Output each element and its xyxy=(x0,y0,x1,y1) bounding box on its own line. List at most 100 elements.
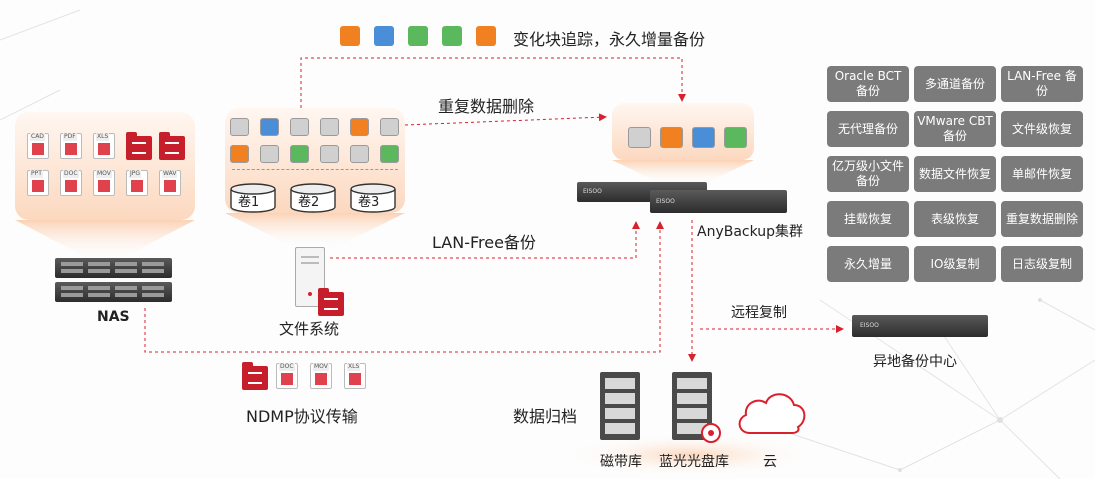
dedup-block xyxy=(692,127,715,148)
data-block xyxy=(260,118,279,136)
file-type-tag: XLS xyxy=(347,363,361,371)
feature-badge: LAN-Free 备份 xyxy=(1001,66,1083,102)
cbt-label: 变化块追踪，永久增量备份 xyxy=(513,30,706,49)
file-glyph xyxy=(131,180,143,192)
tape-label: 磁带库 xyxy=(600,454,642,470)
feature-badge: 无代理备份 xyxy=(827,111,909,147)
file-glyph xyxy=(315,373,327,385)
legend-block xyxy=(442,26,462,46)
dedup-label: 重复数据删除 xyxy=(438,97,535,116)
volume-label: 卷1 xyxy=(238,195,260,210)
file-type-tag: MOV xyxy=(313,363,329,371)
legend-block xyxy=(374,26,394,46)
file-type-tag: MOV xyxy=(96,170,112,178)
file-icon-wav: WAV xyxy=(159,170,181,196)
dedup-block xyxy=(628,127,651,148)
nas-label: NAS xyxy=(97,309,130,325)
feature-badge: 单邮件恢复 xyxy=(1001,156,1083,192)
data-block xyxy=(350,118,369,136)
cloud-icon xyxy=(738,393,806,434)
offsite-center-label: 异地备份中心 xyxy=(873,354,957,370)
dedup-arrow xyxy=(404,113,607,126)
file-type-tag: JPG xyxy=(129,170,142,178)
filesystem-label: 文件系统 xyxy=(279,320,340,338)
red-folder-icon xyxy=(159,132,185,160)
feature-badge: 多通道备份 xyxy=(914,66,996,102)
file-icon-mov: MOV xyxy=(93,170,115,196)
file-glyph xyxy=(281,373,293,385)
data-block xyxy=(320,118,339,136)
cloud-label: 云 xyxy=(763,454,777,470)
red-folder-icon xyxy=(242,362,268,390)
nas-drive-bays xyxy=(61,262,164,297)
file-glyph xyxy=(164,180,176,192)
file-glyph xyxy=(32,180,44,192)
file-type-tag: WAV xyxy=(162,170,178,178)
data-block xyxy=(320,145,339,163)
ndmp-label: NDMP协议传输 xyxy=(246,407,358,426)
file-glyph xyxy=(65,143,77,155)
data-block xyxy=(290,118,309,136)
red-folder-icon xyxy=(318,288,344,316)
file-type-tag: PPT xyxy=(30,170,43,178)
file-icon-doc: DOC xyxy=(276,363,298,389)
file-type-tag: CAD xyxy=(30,133,45,141)
bluray-label: 蓝光光盘库 xyxy=(659,454,729,470)
file-icon-pdf: PDF xyxy=(60,133,82,159)
block-grid-divider xyxy=(232,169,398,170)
legend-block xyxy=(408,26,428,46)
feature-badge: 亿万级小文件备份 xyxy=(827,156,909,192)
cbt-arrow xyxy=(300,57,686,108)
ndmp-arrow xyxy=(144,221,664,353)
offsite-appliance-icon: EISOO xyxy=(852,315,988,337)
file-icon-jpg: JPG xyxy=(126,170,148,196)
feature-badge: 数据文件恢复 xyxy=(914,156,996,192)
file-glyph xyxy=(32,143,44,155)
optical-disc-icon xyxy=(701,423,721,443)
dedup-block xyxy=(724,127,747,148)
tape-library-icon xyxy=(600,372,640,440)
feature-badge: VMware CBT备份 xyxy=(914,111,996,147)
file-icon-ppt: PPT xyxy=(27,170,49,196)
file-icon-xls: XLS xyxy=(93,133,115,159)
file-icon-xls: XLS xyxy=(344,363,366,389)
file-icon-mov: MOV xyxy=(310,363,332,389)
volume-label: 卷3 xyxy=(358,195,380,210)
feature-badge: 永久增量 xyxy=(827,246,909,282)
file-icon-cad: CAD xyxy=(27,133,49,159)
red-folder-icon xyxy=(126,132,152,160)
feature-badge: 日志级复制 xyxy=(1001,246,1083,282)
file-type-tag: XLS xyxy=(96,133,110,141)
volume-label: 卷2 xyxy=(298,195,320,210)
volume-cylinder xyxy=(230,183,276,213)
file-type-tag: PDF xyxy=(63,133,77,141)
data-block xyxy=(260,145,279,163)
data-block xyxy=(290,145,309,163)
data-block xyxy=(230,118,249,136)
lanfree-label: LAN-Free备份 xyxy=(432,233,536,252)
file-glyph xyxy=(98,180,110,192)
file-icon-doc: DOC xyxy=(60,170,82,196)
dedup-block xyxy=(660,127,683,148)
feature-badge: 表级恢复 xyxy=(914,201,996,237)
backup-appliance-icon-front: EISOO xyxy=(650,190,787,213)
lanfree-arrow xyxy=(330,221,640,259)
volume-cylinder xyxy=(350,183,396,213)
feature-badge: 挂载恢复 xyxy=(827,201,909,237)
feature-badge: Oracle BCT 备份 xyxy=(827,66,909,102)
file-glyph xyxy=(98,143,110,155)
data-block xyxy=(380,118,399,136)
file-type-tag: DOC xyxy=(279,363,295,371)
feature-badge: 重复数据删除 xyxy=(1001,201,1083,237)
archive-label: 数据归档 xyxy=(513,407,578,426)
file-glyph xyxy=(65,180,77,192)
legend-block xyxy=(476,26,496,46)
data-block xyxy=(350,145,369,163)
feature-badge: IO级复制 xyxy=(914,246,996,282)
legend-block xyxy=(340,26,360,46)
remote-copy-label: 远程复制 xyxy=(731,305,787,321)
cluster-label: AnyBackup集群 xyxy=(697,224,804,240)
file-glyph xyxy=(349,373,361,385)
